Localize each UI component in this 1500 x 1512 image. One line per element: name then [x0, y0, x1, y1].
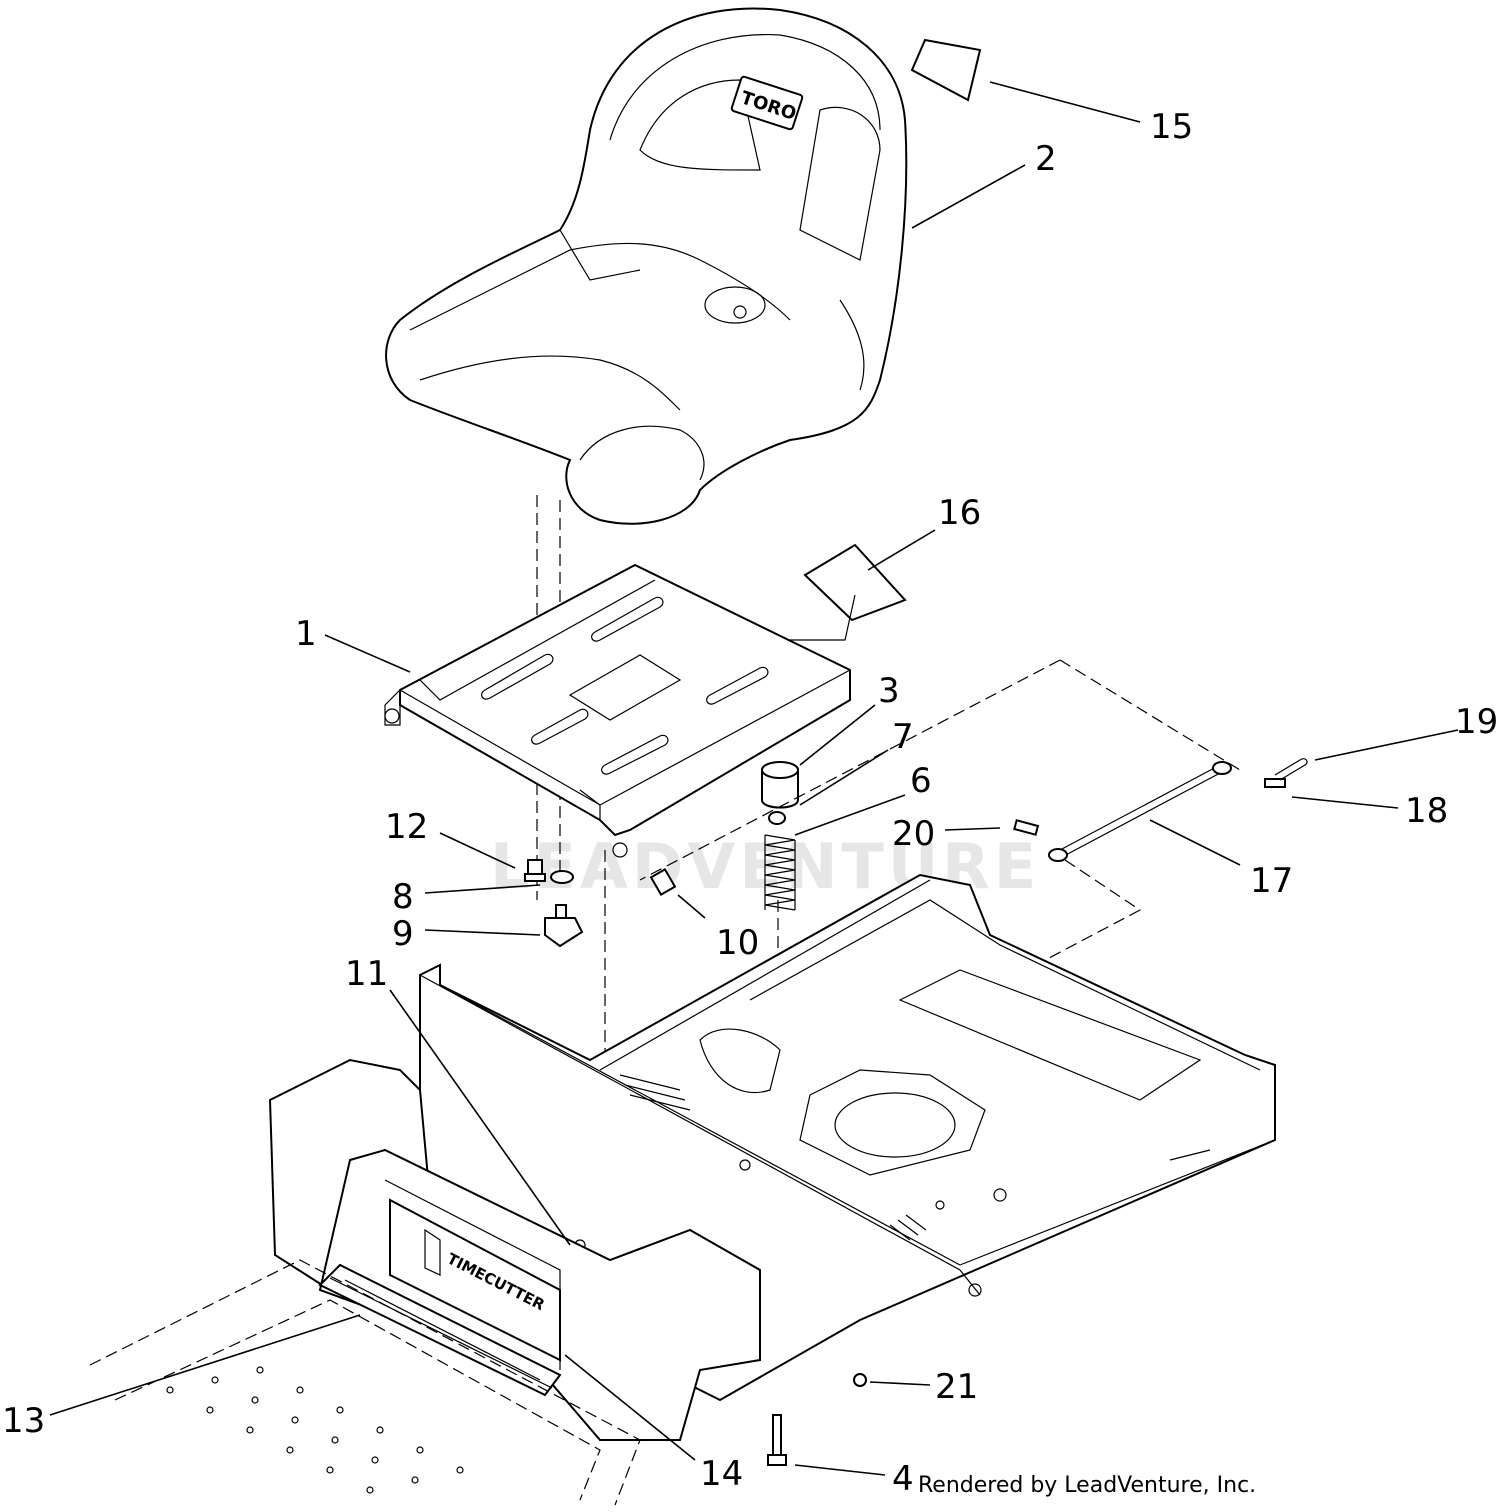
callout-4: 4	[892, 1459, 914, 1499]
callout-10: 10	[716, 923, 759, 963]
callout-18: 18	[1405, 791, 1448, 831]
callout-17: 17	[1250, 861, 1293, 901]
callout-7: 7	[892, 717, 914, 757]
callouts: 1 2 3 4 6 7 8 9 10 11 12 13 14 15 16 17 …	[2, 107, 1498, 1499]
seat-plate-part	[384, 563, 851, 858]
hardware-9-knob	[544, 904, 584, 948]
callout-21: 21	[935, 1367, 978, 1407]
hardware-20-bolt	[1013, 819, 1040, 836]
callout-3: 3	[878, 671, 900, 711]
callout-8: 8	[392, 877, 414, 917]
callout-6: 6	[910, 761, 932, 801]
leader-lines	[49, 81, 1459, 1476]
render-credit: Rendered by LeadVenture, Inc.	[918, 1473, 1256, 1498]
callout-19: 19	[1455, 702, 1498, 742]
callout-16: 16	[938, 493, 981, 533]
callout-9: 9	[392, 914, 414, 954]
seat-part: TORO	[385, 7, 908, 525]
hardware-4-bolt	[767, 1414, 787, 1466]
callout-12: 12	[385, 807, 428, 847]
hardware-10-bolt	[649, 867, 677, 897]
callout-13: 13	[2, 1401, 45, 1441]
foot-plate-part	[89, 1259, 641, 1506]
callout-14: 14	[700, 1454, 743, 1494]
callout-11: 11	[345, 954, 388, 994]
callout-15: 15	[1150, 107, 1193, 147]
callout-20: 20	[892, 814, 935, 854]
hardware-18-pin	[1264, 778, 1286, 788]
spring-assembly	[761, 761, 799, 911]
console-part: TIMECUTTER	[268, 1058, 761, 1441]
decal-16	[803, 543, 907, 622]
decal-15	[910, 38, 982, 102]
hardware-12-bolt	[524, 859, 546, 882]
callout-2: 2	[1035, 139, 1057, 179]
callout-1: 1	[295, 614, 317, 654]
hardware-8-washer	[550, 870, 574, 884]
hardware-19-clip	[1274, 758, 1308, 781]
console-logo-plate	[389, 1198, 561, 1362]
hardware-21-nut	[853, 1373, 867, 1387]
